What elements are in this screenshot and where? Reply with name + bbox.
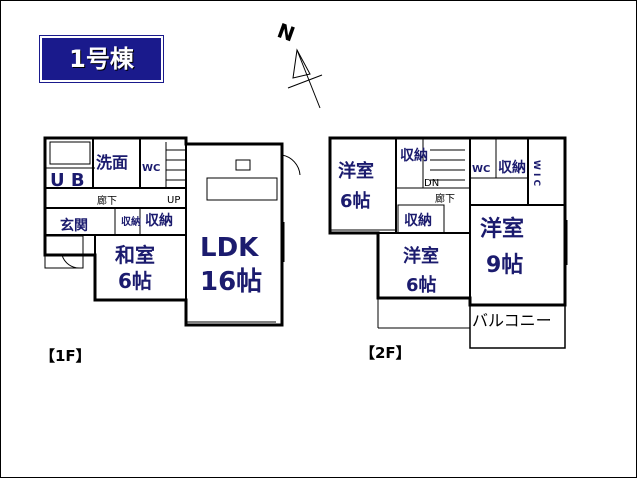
stairs-up-label: UP <box>167 195 180 206</box>
wc-2f-label: WC <box>472 164 490 175</box>
youshitsu-a-name: 洋室 <box>338 160 374 182</box>
floor1-labels: U B 洗面 WC 廊下 UP 玄関 収納 収納 和室 6帖 LDK 16帖 【… <box>40 153 262 365</box>
storage-2f-c-label: 収納 <box>404 212 432 229</box>
youshitsu-b-name: 洋室 <box>403 245 439 267</box>
washitsu-name: 和室 <box>115 243 155 267</box>
hallway-1f-label: 廊下 <box>97 194 117 207</box>
storage-2f-a-label: 収納 <box>400 147 428 164</box>
floor1-title: 【1F】 <box>40 347 91 365</box>
building-title: 1号棟 <box>69 45 134 73</box>
ub-label: U B <box>50 170 85 191</box>
building-title-badge: 1号棟 <box>40 36 163 82</box>
youshitsu-a-size: 6帖 <box>340 190 371 212</box>
storage-2f-b-label: 収納 <box>498 159 526 176</box>
entrance-label: 玄関 <box>60 217 88 234</box>
compass-north-label: N <box>274 18 298 46</box>
floor1-plan <box>43 136 301 327</box>
hallway-2f-label: 廊下 <box>435 192 455 205</box>
wic-label: W I C <box>531 160 541 187</box>
compass-icon: N <box>274 18 323 109</box>
storage-1f-label: 収納 <box>145 212 173 229</box>
washroom-label: 洗面 <box>96 153 128 172</box>
floor2-title: 【2F】 <box>360 344 411 362</box>
floor2-plan <box>328 136 568 349</box>
wc-1f-label: WC <box>142 163 160 174</box>
floor2-labels: 洋室 6帖 収納 DN 廊下 WC 収納 W I C 収納 洋室 6帖 洋室 9… <box>338 147 552 362</box>
youshitsu-c-size: 9帖 <box>486 253 523 278</box>
ldk-size: 16帖 <box>200 267 262 297</box>
washitsu-size: 6帖 <box>118 269 152 293</box>
youshitsu-c-name: 洋室 <box>480 216 524 242</box>
youshitsu-b-size: 6帖 <box>406 274 437 296</box>
storage-small-1f-label: 収納 <box>121 215 141 228</box>
balcony-label: バルコニー <box>472 311 552 330</box>
stairs-down-label: DN <box>424 178 439 189</box>
ldk-name: LDK <box>200 233 259 263</box>
